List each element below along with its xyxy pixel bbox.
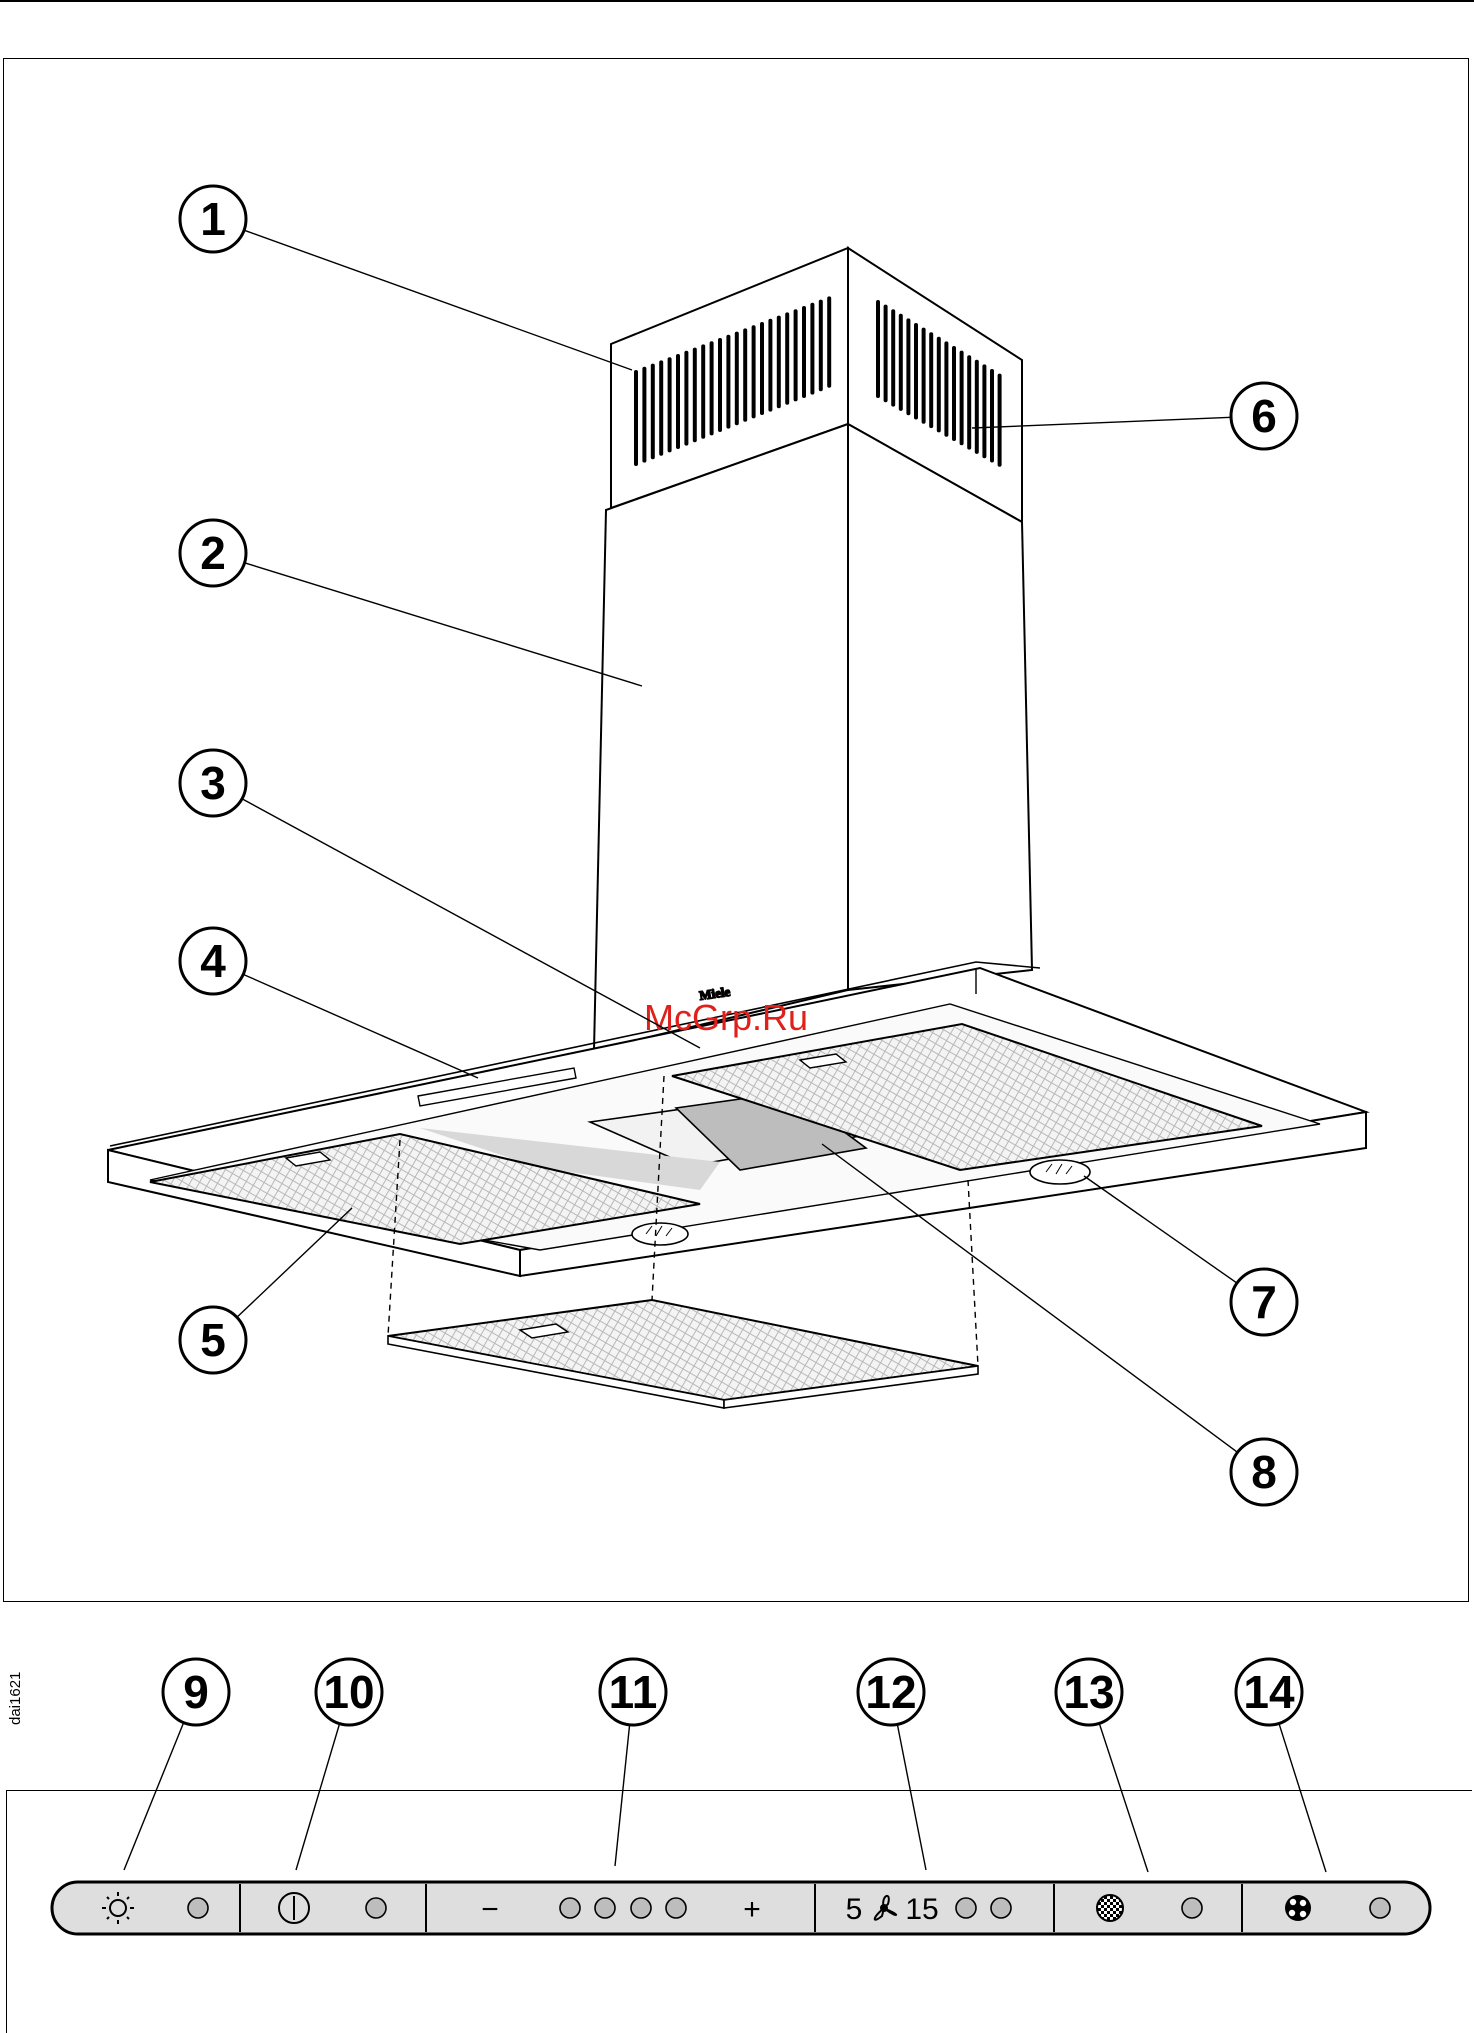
callout-number-4: 4	[200, 935, 226, 987]
lighting-indicator	[188, 1898, 208, 1918]
callout-number-3: 3	[200, 757, 226, 809]
lower-chimney	[594, 424, 1032, 1050]
callout-number-7: 7	[1251, 1276, 1277, 1328]
callout-number-6: 6	[1251, 390, 1277, 442]
callout-number-12: 12	[865, 1666, 916, 1718]
callout-leader-1	[244, 230, 632, 370]
callout-leader-11	[615, 1725, 630, 1866]
callout-leader-9	[124, 1723, 184, 1870]
callout-leader-2	[245, 563, 642, 686]
fan-speed-indicator-3	[631, 1898, 651, 1918]
halogen-lamp-right	[1030, 1160, 1090, 1184]
grease-filter-icon	[1097, 1895, 1123, 1921]
callout-number-2: 2	[200, 527, 226, 579]
fan-speed-indicator-4	[666, 1898, 686, 1918]
grease-filter-indicator	[1182, 1898, 1202, 1918]
grease-filter-removed	[388, 1300, 978, 1408]
control-panel	[52, 1882, 1430, 1934]
callout-leader-4	[243, 974, 478, 1078]
callout-leader-14	[1279, 1723, 1326, 1872]
odour-filter-icon	[1285, 1895, 1311, 1921]
callout-number-8: 8	[1251, 1446, 1277, 1498]
fan-speed-indicator-2	[595, 1898, 615, 1918]
callout-leader-7	[1084, 1176, 1237, 1283]
callout-leader-13	[1099, 1723, 1148, 1872]
callout-number-14: 14	[1243, 1666, 1295, 1718]
callout-number-5: 5	[200, 1314, 226, 1366]
timer-label-5: 5	[846, 1893, 863, 1926]
watermark: McGrp.Ru	[644, 997, 808, 1038]
power-indicator	[366, 1898, 386, 1918]
callout-leader-12	[897, 1724, 926, 1870]
callout-leader-10	[296, 1724, 340, 1870]
timer-label-15: 15	[905, 1893, 938, 1926]
timer-indicator-5	[956, 1898, 976, 1918]
callout-number-1: 1	[200, 193, 226, 245]
fan-speed-indicator-1	[560, 1898, 580, 1918]
callout-number-9: 9	[183, 1666, 209, 1718]
halogen-lamp-left	[632, 1223, 688, 1245]
plus-button[interactable]: +	[743, 1893, 761, 1926]
odour-filter-indicator	[1370, 1898, 1390, 1918]
callout-number-11: 11	[609, 1666, 658, 1718]
minus-button[interactable]: −	[481, 1893, 499, 1926]
timer-indicator-15	[991, 1898, 1011, 1918]
callout-number-10: 10	[323, 1666, 374, 1718]
callout-number-13: 13	[1063, 1666, 1114, 1718]
